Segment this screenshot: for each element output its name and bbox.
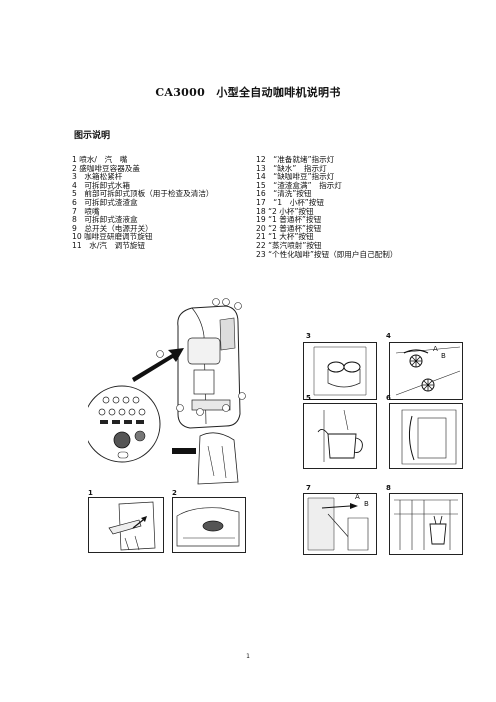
step-panel-1 xyxy=(88,497,164,553)
list-item: 7 喷嘴 xyxy=(72,206,100,216)
list-item: 17 “1 小杯”按钮 xyxy=(256,197,324,207)
machine-illustration xyxy=(88,298,246,485)
step-panel-5 xyxy=(303,403,377,469)
panel-label-1: 1 xyxy=(88,489,93,497)
panel-label-8: 8 xyxy=(386,484,391,492)
list-item: 18 “2 小杯”按钮 xyxy=(256,206,314,216)
list-item: 6 可拆卸式渣渣盒 xyxy=(72,197,138,207)
panel-label-5: 5 xyxy=(306,394,311,402)
panel-label-6: 6 xyxy=(386,394,391,402)
list-item: 1 喷水/ 汽 嘴 xyxy=(72,155,128,164)
label-b-top: B xyxy=(441,352,446,360)
list-item: 4 可拆卸式水箱 xyxy=(72,180,130,190)
list-item: 9 总开关（电源开关） xyxy=(72,223,153,233)
label-a-bottom: A xyxy=(355,493,360,501)
page-number: 1 xyxy=(246,653,250,660)
step-panel-4 xyxy=(389,342,463,400)
list-item: 2 盛咖啡豆容器及盖 xyxy=(72,163,140,173)
list-item: 5 前部可拆卸式顶板（用于检查及清洁） xyxy=(72,189,214,199)
panel-label-4: 4 xyxy=(386,332,391,340)
list-item: 13 “缺水” 指示灯 xyxy=(256,163,327,173)
panel-label-3: 3 xyxy=(306,332,311,340)
label-a-top: A xyxy=(433,345,438,353)
panel-label-2: 2 xyxy=(172,489,177,497)
panel-label-7: 7 xyxy=(306,484,311,492)
list-item: 14 “缺咖啡豆”指示灯 xyxy=(256,172,335,182)
list-item: 23 “个性化咖啡”按钮（即用户自己配制） xyxy=(256,249,398,259)
list-item: 16 “清洗”按钮 xyxy=(256,189,312,199)
list-item: 15 “渣渣盒满” 指示灯 xyxy=(256,180,342,190)
list-item: 11 水/汽 调节旋钮 xyxy=(72,240,145,250)
step-panel-2 xyxy=(172,497,246,553)
step-panel-7 xyxy=(303,493,377,555)
list-item: 22 “蒸汽喷射”按钮 xyxy=(256,240,322,250)
list-item: 20 “2 普通杯”按钮 xyxy=(256,223,322,233)
step-panel-8 xyxy=(389,493,463,555)
document-title: CA3000 小型全自动咖啡机说明书 xyxy=(155,86,341,99)
list-item: 19 “1 普通杯”按钮 xyxy=(256,215,322,225)
step-panel-3 xyxy=(303,342,377,400)
section-heading: 图示说明 xyxy=(74,131,111,141)
list-item: 12 “准备就绪”指示灯 xyxy=(256,155,335,164)
list-item: 21 “1 大杯”按钮 xyxy=(256,232,314,242)
step-panel-6 xyxy=(389,403,463,469)
list-item: 10 咖啡豆研磨调节旋钮 xyxy=(72,232,153,242)
list-item: 8 可拆卸式渣液盒 xyxy=(72,215,138,225)
parts-list-right: 12 “准备就绪”指示灯 13 “缺水” 指示灯 14 “缺咖啡豆”指示灯 15… xyxy=(256,155,398,259)
parts-list-left: 1 喷水/ 汽 嘴 2 盛咖啡豆容器及盖 3 水箱松紧杆 4 可拆卸式水箱 5 … xyxy=(72,155,214,251)
label-b-bottom: B xyxy=(364,500,369,508)
list-item: 3 水箱松紧杆 xyxy=(72,172,123,182)
